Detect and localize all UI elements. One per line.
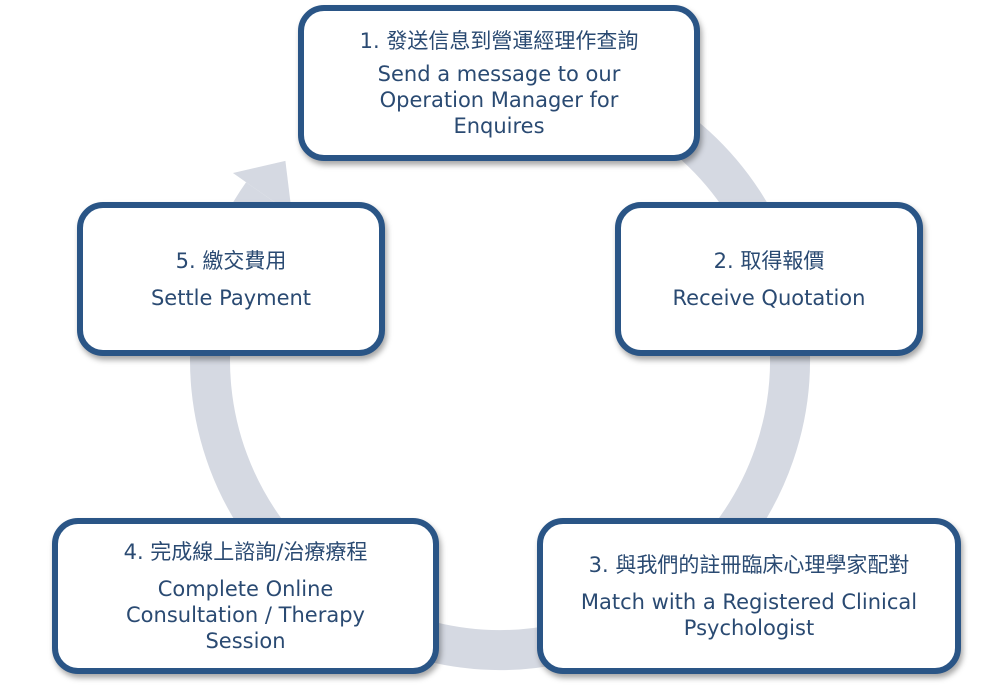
step-5-box: 5. 繳交費用 Settle Payment [77, 202, 385, 356]
step-2-title-en: Receive Quotation [672, 286, 866, 310]
step-4-box: 4. 完成線上諮詢/治療療程 Complete Online Consultat… [52, 518, 439, 674]
step-4-title-zh: 4. 完成線上諮詢/治療療程 [123, 540, 368, 564]
cycle-arrowhead-icon [232, 160, 292, 215]
step-3-title-en: Match with a Registered Clinical Psychol… [580, 590, 918, 640]
step-3-title-zh: 3. 與我們的註冊臨床心理學家配對 [588, 553, 910, 577]
step-5-title-zh: 5. 繳交費用 [175, 249, 287, 273]
step-2-box: 2. 取得報價 Receive Quotation [615, 202, 923, 356]
step-2-title-zh: 2. 取得報價 [713, 249, 825, 273]
step-5-title-en: Settle Payment [150, 286, 312, 310]
step-4-title-en: Complete Online Consultation / Therapy S… [126, 577, 365, 653]
step-1-title-zh: 1. 發送信息到營運經理作查詢 [359, 29, 639, 53]
step-3-box: 3. 與我們的註冊臨床心理學家配對 Match with a Registere… [537, 518, 961, 674]
step-1-title-en: Send a message to our Operation Manager … [377, 62, 621, 138]
step-1-box: 1. 發送信息到營運經理作查詢 Send a message to our Op… [298, 5, 700, 161]
